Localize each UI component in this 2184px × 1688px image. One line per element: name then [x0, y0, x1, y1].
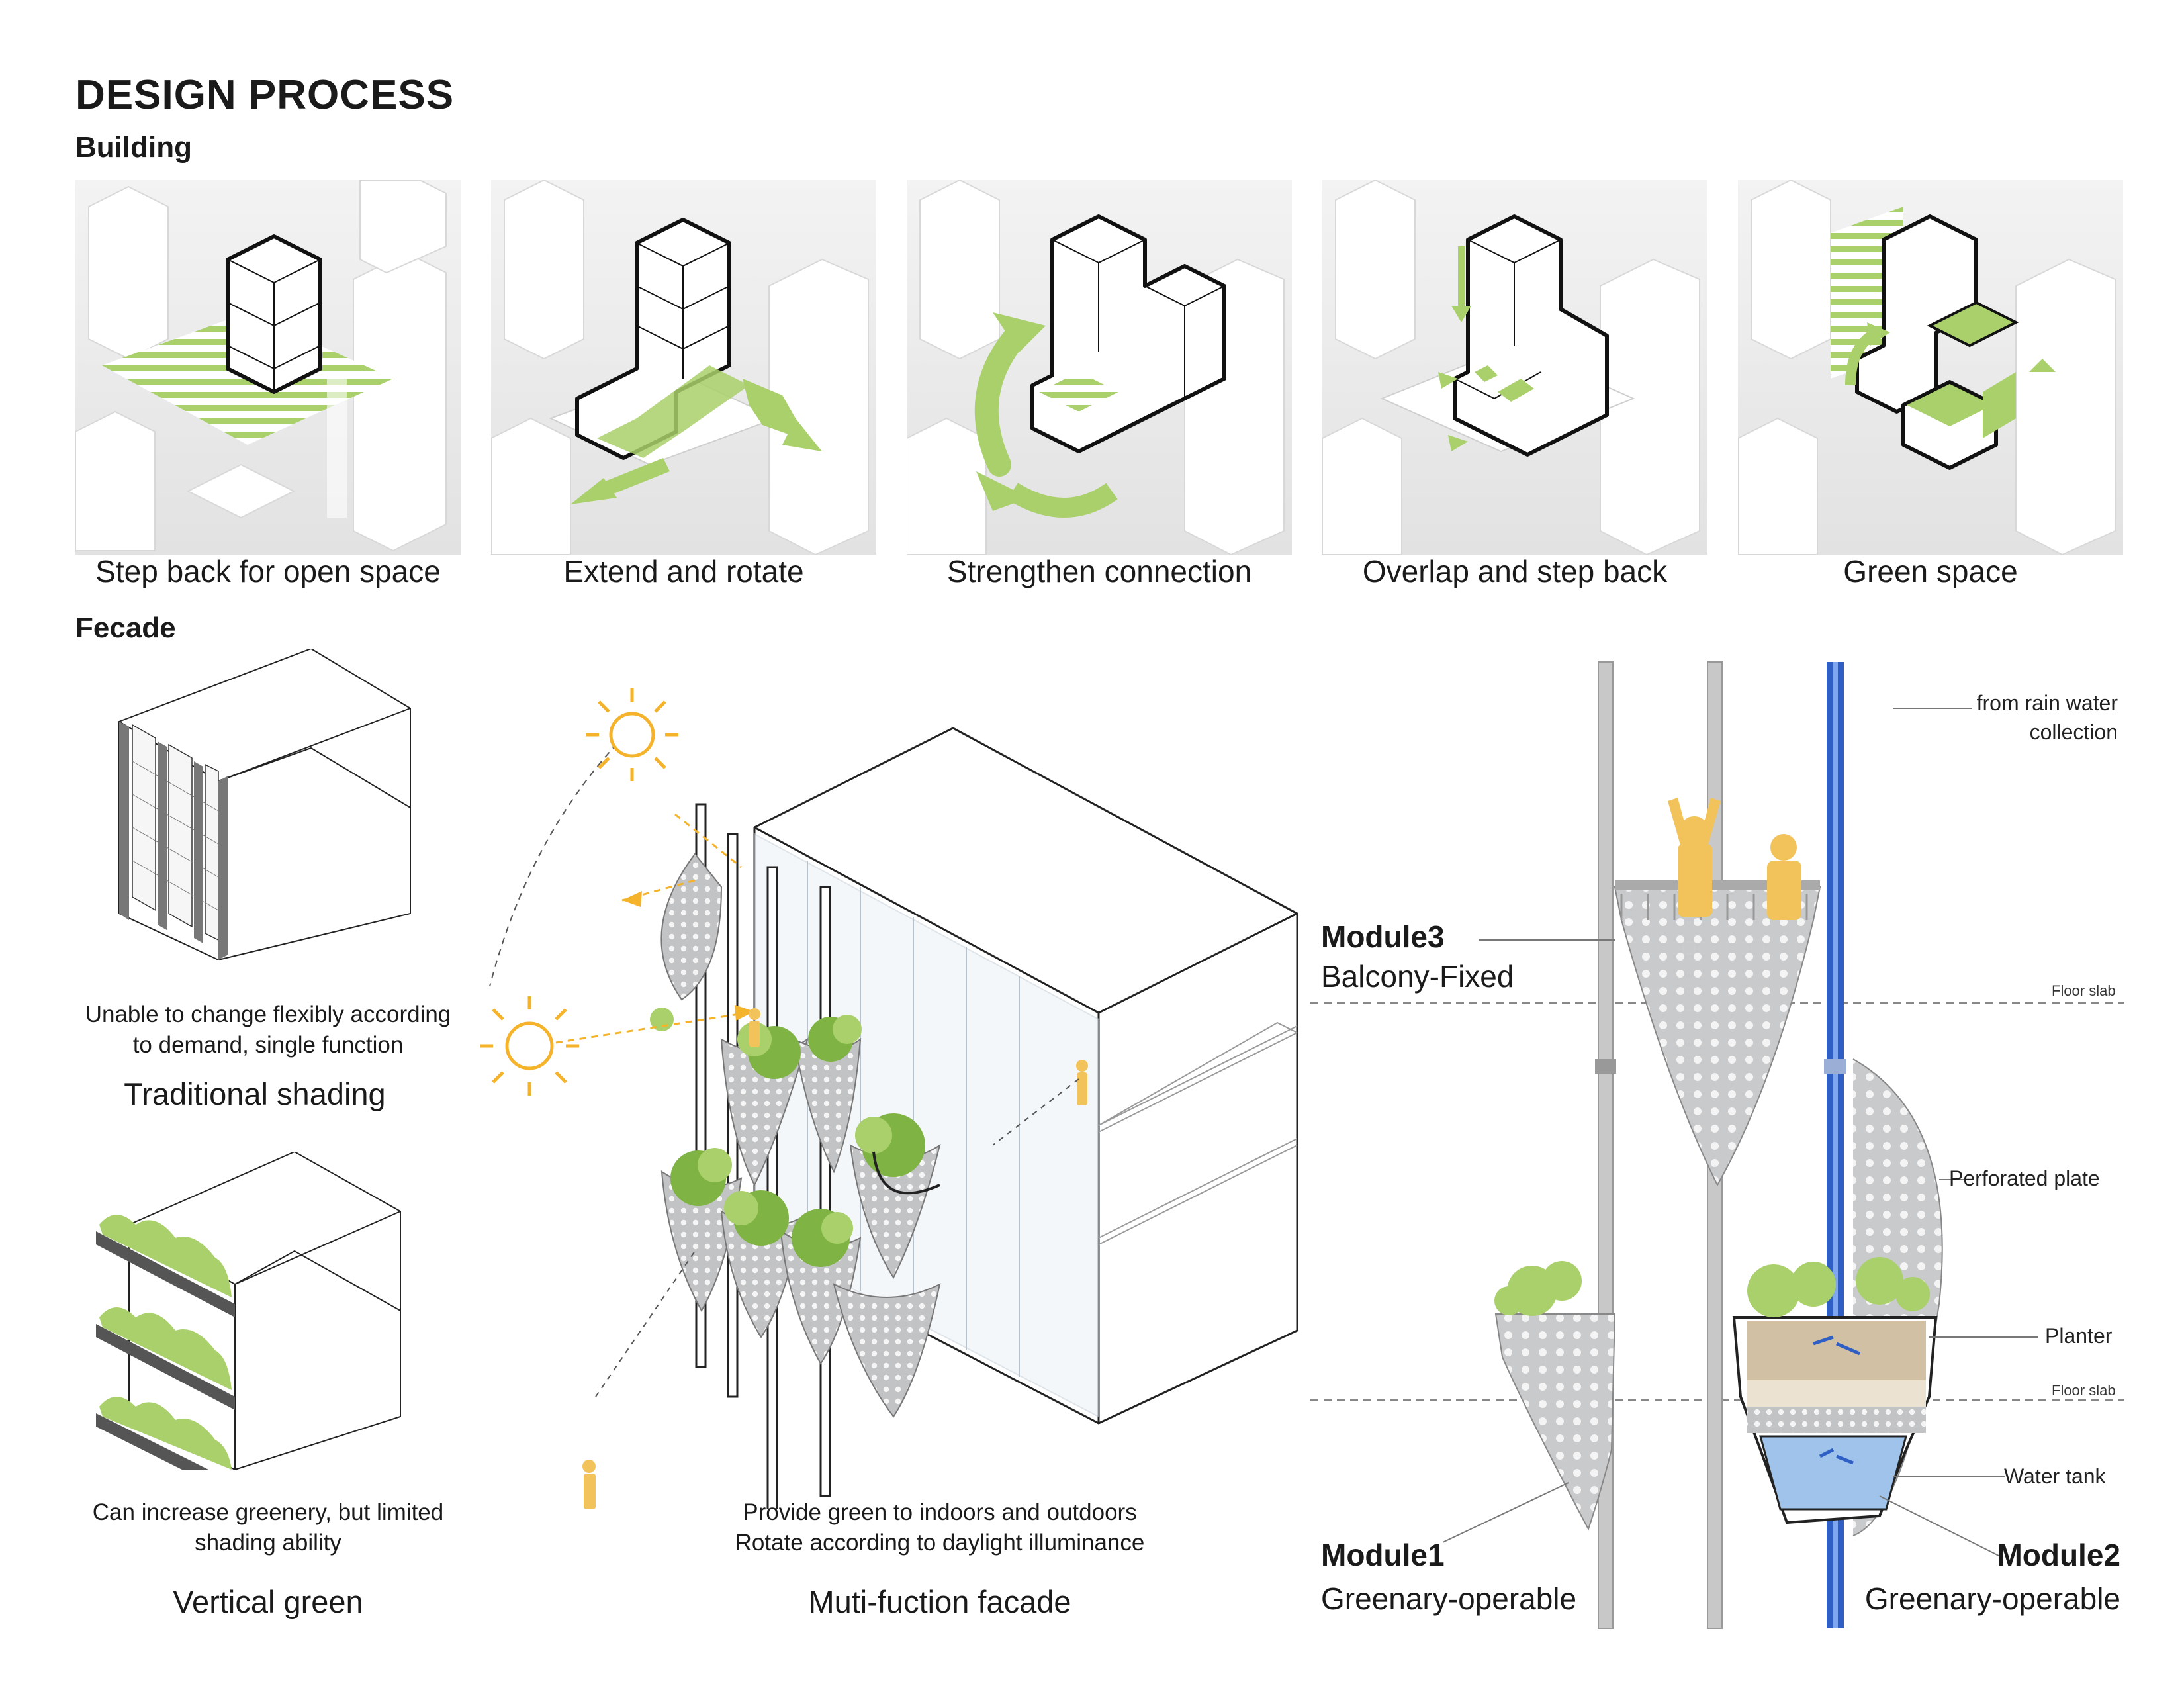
multi-function-desc-line1: Provide green to indoors and outdoors [649, 1497, 1231, 1528]
vertical-green-caption: Vertical green [53, 1583, 483, 1620]
perforated-plate-annotation: Perforated plate [1949, 1166, 2100, 1191]
module2-name: Module2 [1919, 1537, 2120, 1573]
step-caption-2: Extend and rotate [491, 553, 876, 589]
sun-icon [586, 688, 678, 781]
step-diagram-5 [1738, 180, 2123, 555]
multi-function-caption: Muti-fuction facade [728, 1583, 1152, 1620]
multi-function-desc: Provide green to indoors and outdoors Ro… [649, 1497, 1231, 1558]
vertical-green-desc: Can increase greenery, but limited shadi… [53, 1497, 483, 1558]
sun-icon-2 [480, 996, 579, 1096]
step-caption-3: Strengthen connection [907, 553, 1292, 589]
module1-name: Module1 [1321, 1537, 1445, 1573]
multi-function-desc-line2: Rotate according to daylight illuminance [649, 1528, 1231, 1558]
traditional-desc: Unable to change flexibly according to d… [53, 1000, 483, 1060]
traditional-shading-diagram [106, 649, 424, 960]
rain-water-line2: collection [1919, 718, 2118, 747]
floor-slab-label-2: Floor slab [2052, 1382, 2116, 1399]
vertical-green-diagram [89, 1152, 414, 1470]
step-diagram-2 [491, 180, 876, 555]
multi-function-facade-diagram [463, 669, 1343, 1509]
traditional-desc-line1: Unable to change flexibly according [53, 1000, 483, 1030]
section-heading-building: Building [75, 131, 192, 164]
water-tank-annotation: Water tank [2004, 1464, 2106, 1489]
step-diagram-4 [1322, 180, 1707, 555]
rain-water-annotation: from rain water collection [1919, 688, 2118, 747]
module1-sub: Greenary-operable [1321, 1581, 1576, 1617]
rain-water-line1: from rain water [1919, 688, 2118, 718]
traditional-caption: Traditional shading [53, 1076, 457, 1112]
floor-slab-label-1: Floor slab [2052, 982, 2116, 1000]
page-title: DESIGN PROCESS [75, 71, 454, 118]
step-diagram-1 [75, 180, 461, 555]
section-heading-facade: Fecade [75, 612, 176, 645]
module3-sub: Balcony-Fixed [1321, 959, 1514, 994]
vertical-green-desc-line2: shading ability [53, 1528, 483, 1558]
step-caption-4: Overlap and step back [1322, 553, 1707, 589]
traditional-desc-line2: to demand, single function [53, 1030, 483, 1060]
step-caption-1: Step back for open space [75, 553, 461, 589]
module2-sub: Greenary-operable [1843, 1581, 2120, 1617]
module3-name: Module3 [1321, 919, 1445, 955]
vertical-green-desc-line1: Can increase greenery, but limited [53, 1497, 483, 1528]
step-caption-5: Green space [1738, 553, 2123, 589]
planter-annotation: Planter [2045, 1324, 2112, 1348]
step-diagram-3 [907, 180, 1292, 555]
